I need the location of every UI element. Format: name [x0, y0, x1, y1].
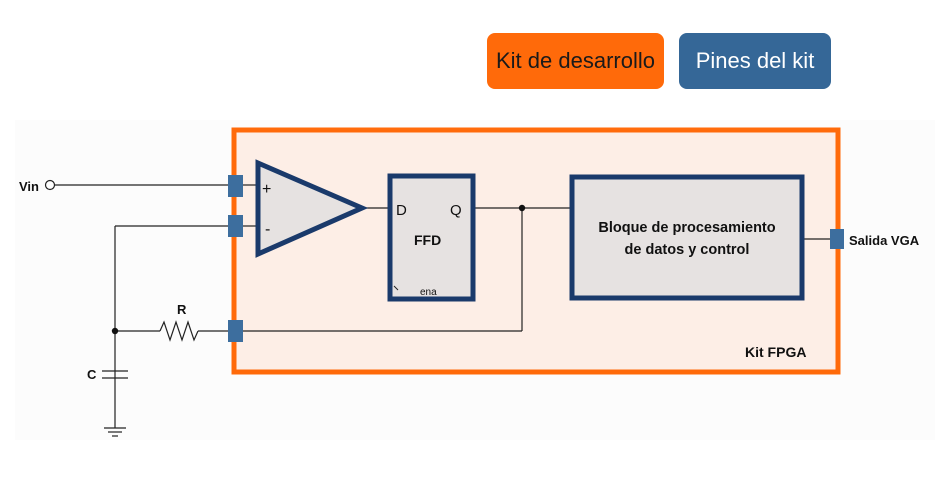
capacitor-label: C	[87, 367, 97, 382]
ffd-label: FFD	[414, 232, 441, 248]
output-label: Salida VGA	[849, 233, 920, 248]
resistor-label: R	[177, 302, 187, 317]
junction-dot	[518, 204, 526, 212]
ffd-d-label: D	[396, 202, 407, 219]
clock-mark	[393, 285, 399, 291]
vin-label: Vin	[19, 179, 39, 194]
pin-feedback	[228, 320, 243, 342]
junction-dot	[111, 327, 119, 335]
pin-minus	[228, 215, 243, 237]
processing-label-line2: de datos y control	[625, 242, 750, 258]
processing-label-line1: Bloque de procesamiento	[598, 220, 775, 236]
pines-del-kit-button[interactable]: Pines del kit	[679, 33, 831, 89]
processing-block	[569, 174, 805, 301]
minus-sign: -	[265, 221, 270, 238]
fpga-label: Kit FPGA	[745, 344, 806, 360]
wires	[55, 184, 830, 437]
pin-plus	[228, 175, 243, 197]
plus-sign: +	[262, 181, 271, 198]
ffd-q-label: Q	[450, 202, 462, 219]
comparator	[255, 159, 369, 258]
pin-output	[830, 229, 844, 249]
ffd-ena-label: ena	[420, 287, 437, 298]
kit-de-desarrollo-button[interactable]: Kit de desarrollo	[487, 33, 664, 89]
ffd-block	[387, 173, 476, 302]
vin-terminal	[44, 179, 56, 191]
